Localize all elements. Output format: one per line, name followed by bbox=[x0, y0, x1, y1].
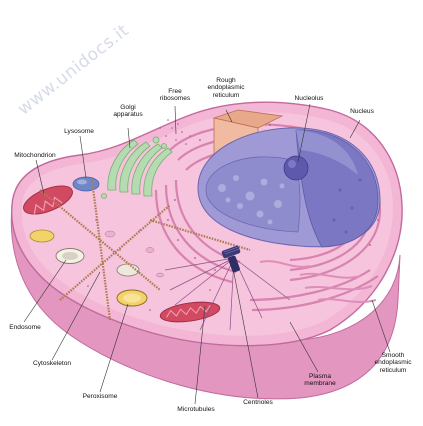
label-rough-er: Rough endoplasmic reticulum bbox=[196, 77, 256, 99]
label-microtubules: Microtubules bbox=[164, 406, 228, 413]
label-golgi: Golgi apparatus bbox=[104, 104, 152, 119]
label-peroxisome: Peroxisome bbox=[72, 393, 128, 400]
nucleolus bbox=[284, 156, 308, 180]
label-plasma-membrane: Plasma membrane bbox=[292, 373, 348, 388]
vesicle-yellow-1 bbox=[30, 230, 54, 242]
label-free-ribosomes: Free ribosomes bbox=[150, 88, 200, 103]
label-nucleus: Nucleus bbox=[340, 108, 384, 115]
label-endosome: Endosome bbox=[0, 324, 50, 331]
label-mitochondrion: Mitochondrion bbox=[0, 152, 70, 159]
lysosome bbox=[73, 177, 99, 191]
label-cytoskeleton: Cytoskeleton bbox=[22, 360, 82, 367]
label-smooth-er: Smooth endoplasmic reticulum bbox=[364, 352, 422, 374]
label-lysosome: Lysosome bbox=[54, 128, 104, 135]
label-nucleolus: Nucleolus bbox=[284, 95, 334, 102]
label-centrioles: Centrioles bbox=[232, 399, 284, 406]
